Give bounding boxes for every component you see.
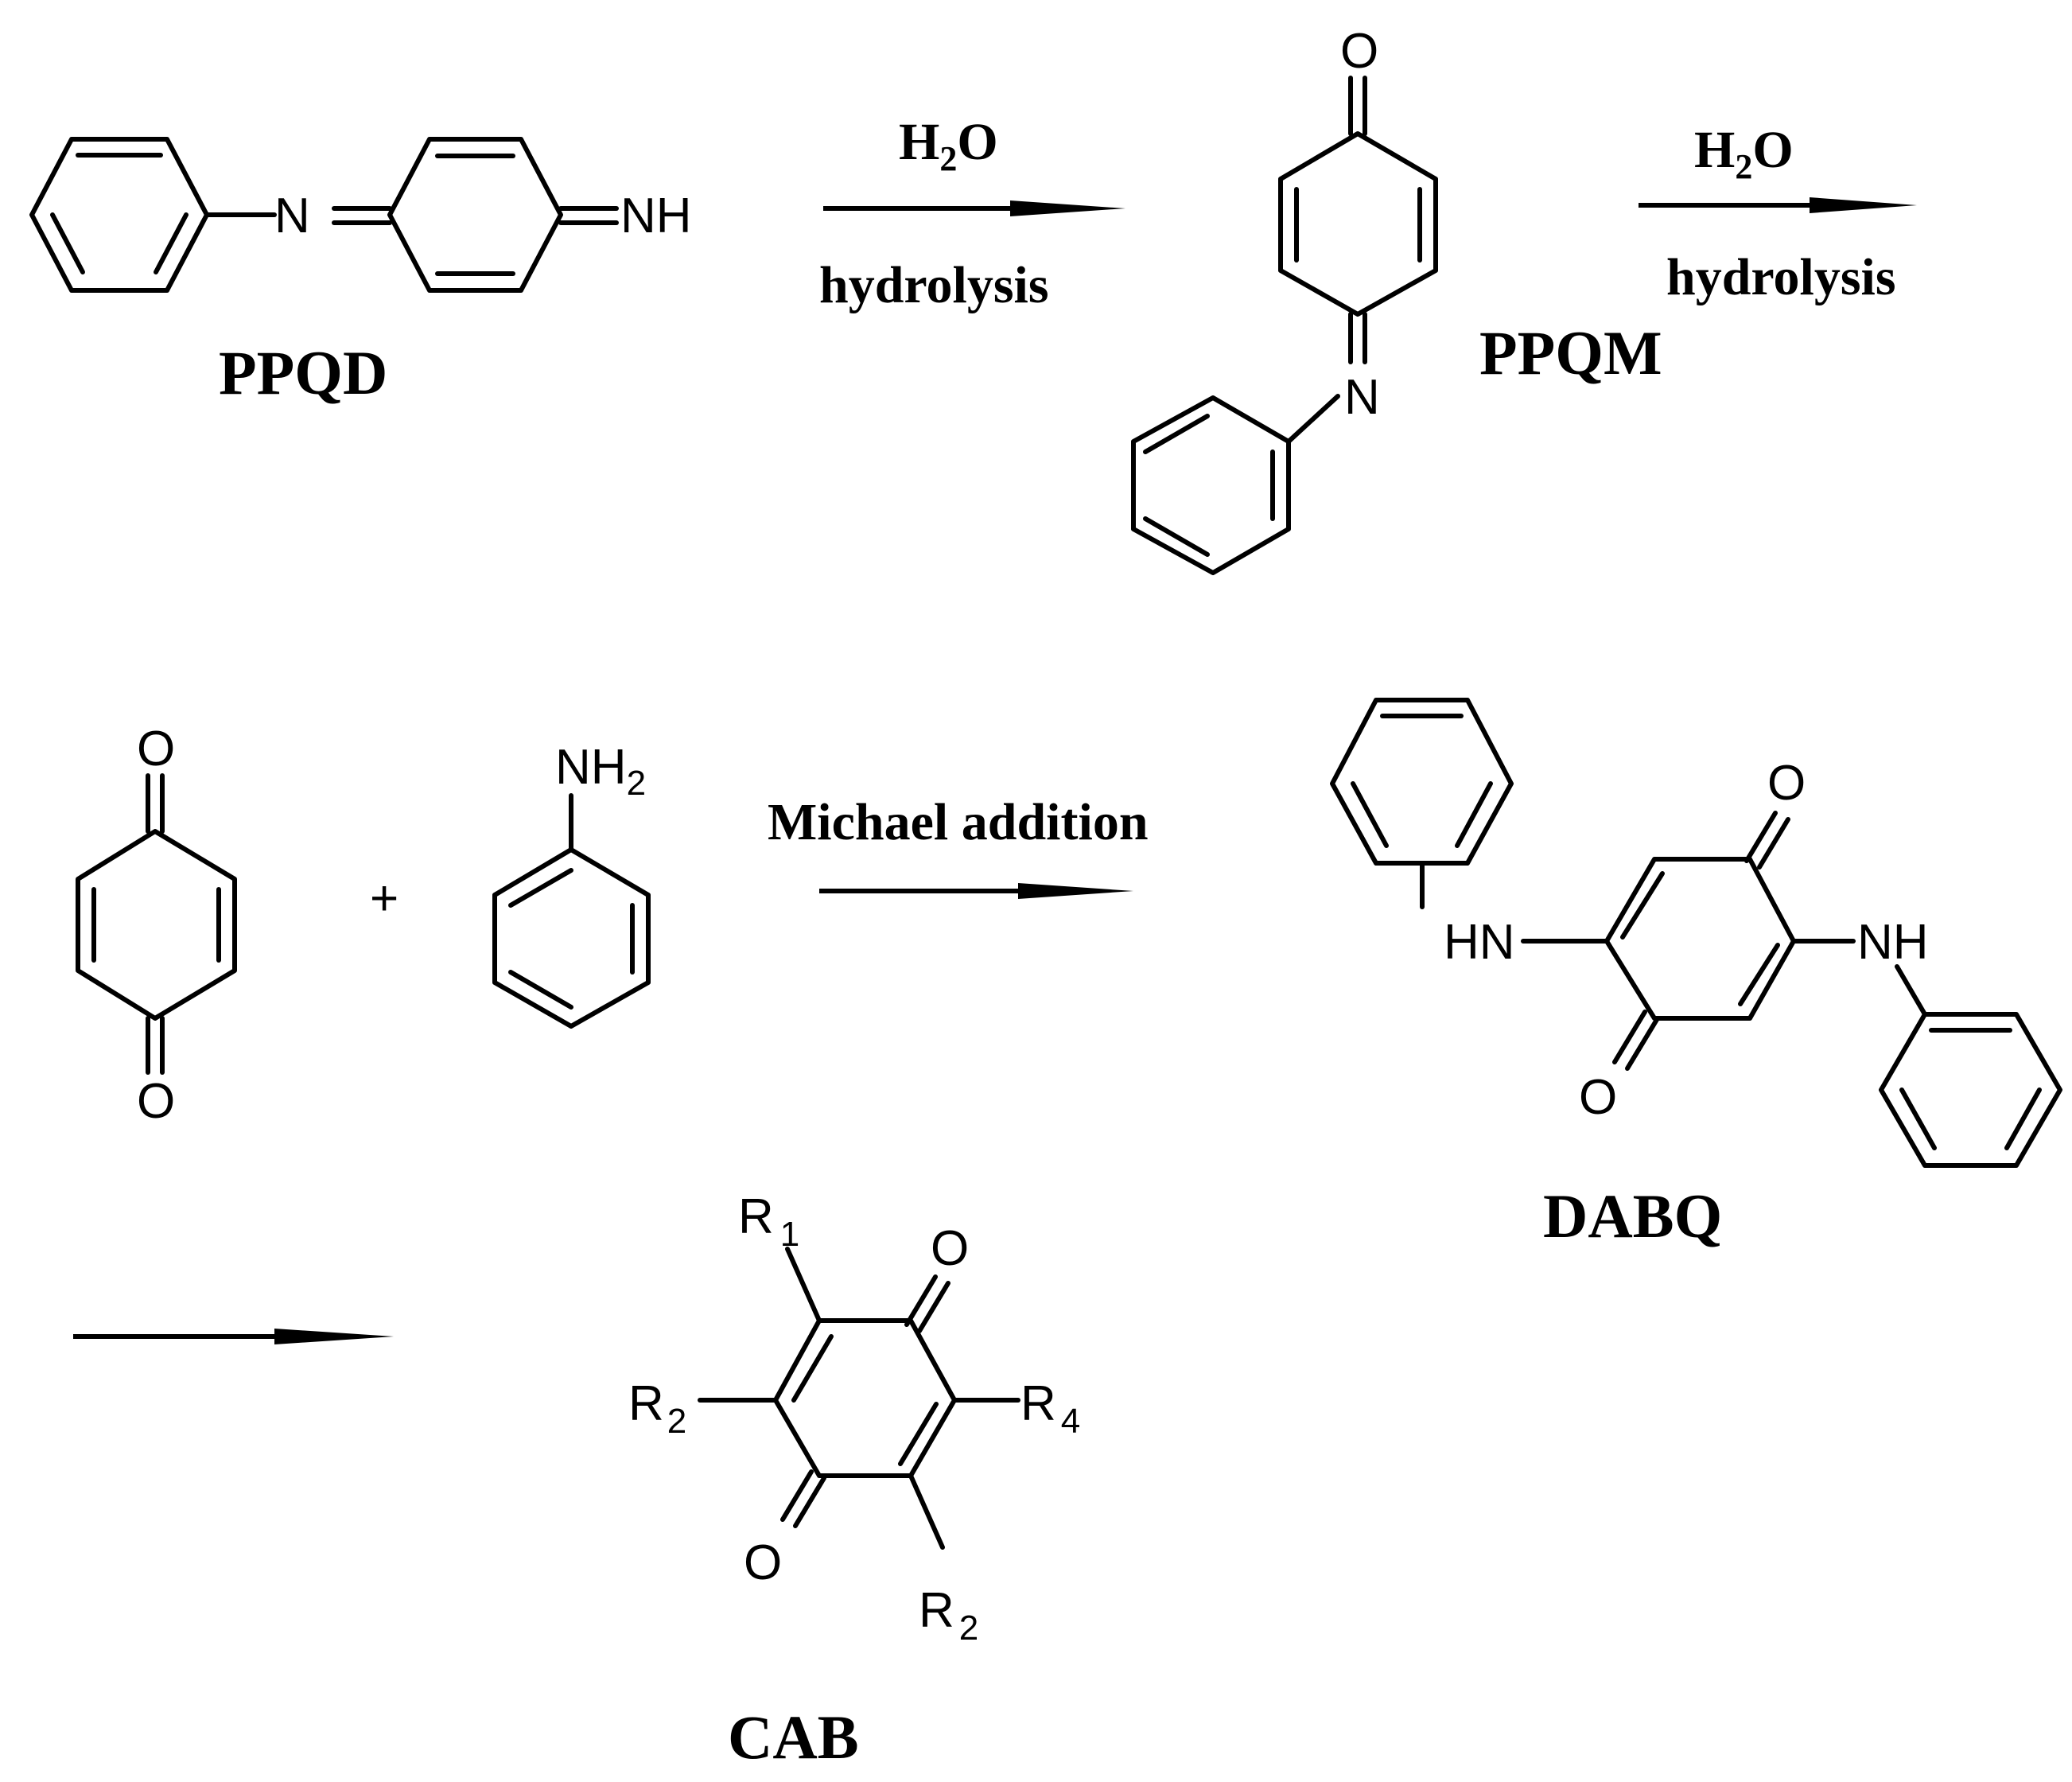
dabq-ring-double-bond bbox=[1738, 943, 1780, 1006]
dabq-bottom-phenyl-double-bond bbox=[1899, 1087, 1937, 1150]
ppqm-phenyl-double-bond bbox=[1143, 414, 1210, 454]
ppqd-atom-nh: NH bbox=[620, 189, 692, 243]
aniline-atom-nh: NH2 bbox=[555, 740, 646, 803]
bq-ring bbox=[76, 829, 237, 1021]
arrow-4-head bbox=[274, 1329, 394, 1344]
dabq-co-double-bond bbox=[1757, 817, 1790, 870]
aniline-ring bbox=[492, 847, 651, 1029]
bq-atom-o-top: O bbox=[137, 722, 175, 776]
arrow-1-head bbox=[1010, 200, 1125, 216]
plus-sign: + bbox=[370, 871, 398, 926]
dabq-top-phenyl-double-bond bbox=[1351, 781, 1389, 848]
ppqd-phenyl-ring bbox=[29, 137, 209, 293]
cab-ring-double-bond bbox=[791, 1334, 834, 1403]
dabq-quinone-ring bbox=[1604, 857, 1796, 1021]
dabq-bottom-phenyl-double-bond bbox=[2004, 1087, 2042, 1150]
ppqd-phenyl-double-bond bbox=[50, 212, 85, 274]
reaction-arrow-3 bbox=[819, 883, 1133, 899]
ppqd-atom-n: N bbox=[274, 189, 310, 243]
dabq-bottom-phenyl bbox=[1879, 1012, 2062, 1168]
reaction-arrow-2 bbox=[1639, 197, 1917, 213]
dabq-atom-o-top: O bbox=[1767, 756, 1806, 811]
step1-label: hydrolysis bbox=[819, 256, 1049, 314]
ppqd-name: PPQD bbox=[219, 338, 387, 407]
cab-co-double-bond bbox=[917, 1281, 950, 1333]
aniline-double-bond bbox=[508, 868, 573, 908]
dabq-ring-double-bond bbox=[1620, 871, 1665, 940]
aniline-structure: NH2 bbox=[492, 740, 651, 1029]
dabq-atom-o-bottom: O bbox=[1579, 1070, 1617, 1125]
dabq-atom-nh: NH bbox=[1857, 915, 1929, 970]
cab-bond-r1 bbox=[785, 1247, 822, 1323]
dabq-co-double-bond bbox=[1744, 811, 1778, 863]
cab-ring-double-bond bbox=[898, 1402, 939, 1466]
dabq-structure: HN O O NH bbox=[1330, 698, 2062, 1168]
ppqd-quinoid-ring bbox=[387, 137, 563, 293]
ppqm-bond-n-ph bbox=[1286, 394, 1340, 444]
dabq-co-double-bond bbox=[1612, 1010, 1647, 1064]
dabq-top-phenyl bbox=[1330, 698, 1514, 866]
dabq-name: DABQ bbox=[1543, 1181, 1722, 1251]
ppqm-phenyl-ring bbox=[1131, 395, 1291, 575]
ppqd-phenyl-double-bond bbox=[154, 212, 189, 274]
step2-label: hydrolysis bbox=[1666, 248, 1896, 306]
ppqm-atom-o: O bbox=[1340, 24, 1378, 79]
dabq-bond-nh-ph bbox=[1895, 964, 1927, 1017]
cab-atom-o-top: O bbox=[931, 1221, 969, 1276]
cab-name: CAB bbox=[728, 1702, 859, 1772]
dabq-co-double-bond bbox=[1625, 1016, 1660, 1071]
cab-bond-r2b bbox=[908, 1473, 945, 1550]
cab-atom-o-bottom: O bbox=[744, 1535, 782, 1590]
dabq-atom-hn: HN bbox=[1444, 915, 1515, 970]
cab-r2: R2 bbox=[628, 1376, 686, 1441]
benzoquinone-structure: O O bbox=[76, 722, 237, 1129]
arrow-3-head bbox=[1018, 883, 1133, 899]
ppqm-name: PPQM bbox=[1479, 318, 1662, 387]
cab-co-double-bond bbox=[780, 1469, 814, 1522]
ppqm-structure: O N bbox=[1131, 24, 1438, 575]
ppqm-quinoid-ring bbox=[1278, 131, 1438, 317]
reaction-arrow-4 bbox=[73, 1329, 394, 1344]
step3-label: Michael addition bbox=[768, 793, 1149, 851]
bq-atom-o-bottom: O bbox=[137, 1074, 175, 1129]
arrow-2-head bbox=[1810, 197, 1917, 213]
dabq-top-phenyl-double-bond bbox=[1455, 781, 1493, 848]
aniline-double-bond bbox=[508, 970, 573, 1010]
cab-quinone-ring bbox=[773, 1318, 957, 1478]
cab-co-double-bond bbox=[793, 1476, 826, 1528]
reaction-arrow-1 bbox=[823, 200, 1125, 216]
cab-co-double-bond bbox=[904, 1274, 938, 1327]
ppqm-phenyl-double-bond bbox=[1143, 516, 1210, 557]
ppqm-atom-n: N bbox=[1344, 370, 1380, 425]
step1-reagent: H2O bbox=[899, 113, 998, 178]
step2-reagent: H2O bbox=[1694, 121, 1794, 186]
ppqd-structure: N NH bbox=[29, 137, 692, 293]
